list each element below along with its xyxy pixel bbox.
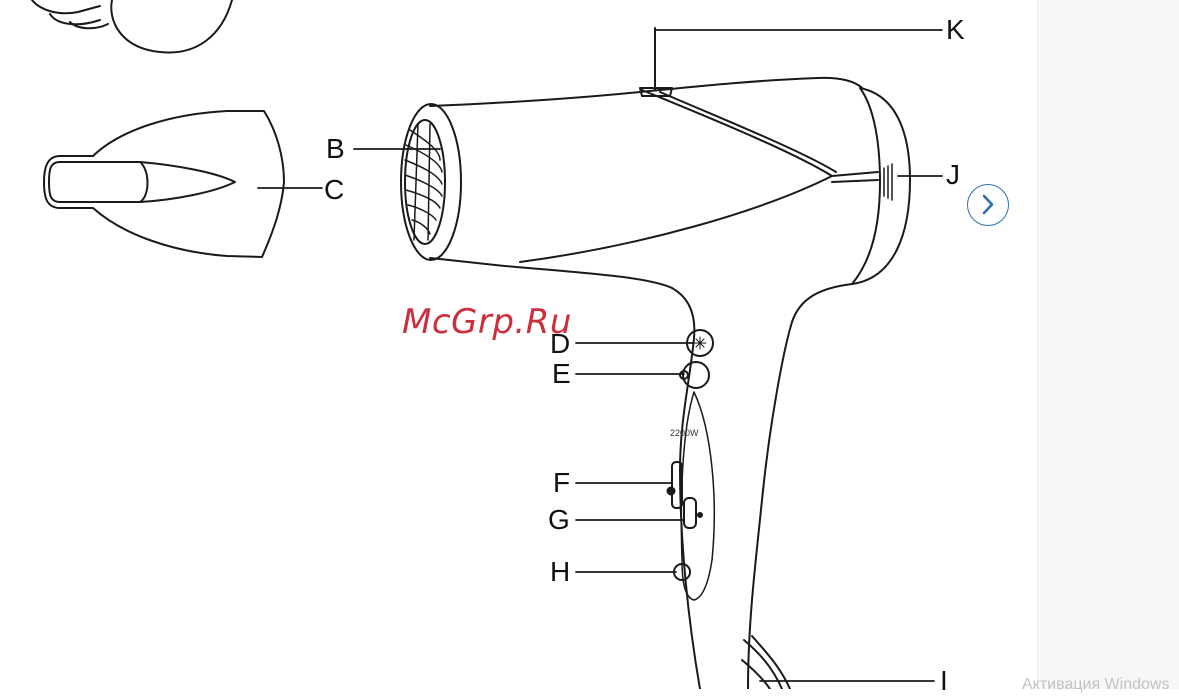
- label-b: B: [326, 135, 345, 163]
- windows-activation-notice: Активация Windows: [1022, 676, 1179, 694]
- label-k: K: [946, 16, 965, 44]
- label-h: H: [550, 558, 570, 586]
- concentrator-nozzle: [44, 111, 284, 257]
- site-watermark: McGrp.Ru: [402, 302, 572, 342]
- label-c: C: [324, 176, 344, 204]
- next-page-button[interactable]: [967, 184, 1009, 226]
- accessory-partial: [32, 0, 232, 53]
- label-g: G: [548, 506, 570, 534]
- label-i: I: [940, 667, 948, 695]
- label-j: J: [946, 161, 960, 189]
- dryer-body: [401, 28, 910, 689]
- callout-lines: [258, 30, 942, 681]
- wattage-marking: 2200W: [670, 428, 699, 438]
- label-f: F: [553, 469, 570, 497]
- chevron-right-icon: [968, 185, 1007, 224]
- label-e: E: [552, 360, 571, 388]
